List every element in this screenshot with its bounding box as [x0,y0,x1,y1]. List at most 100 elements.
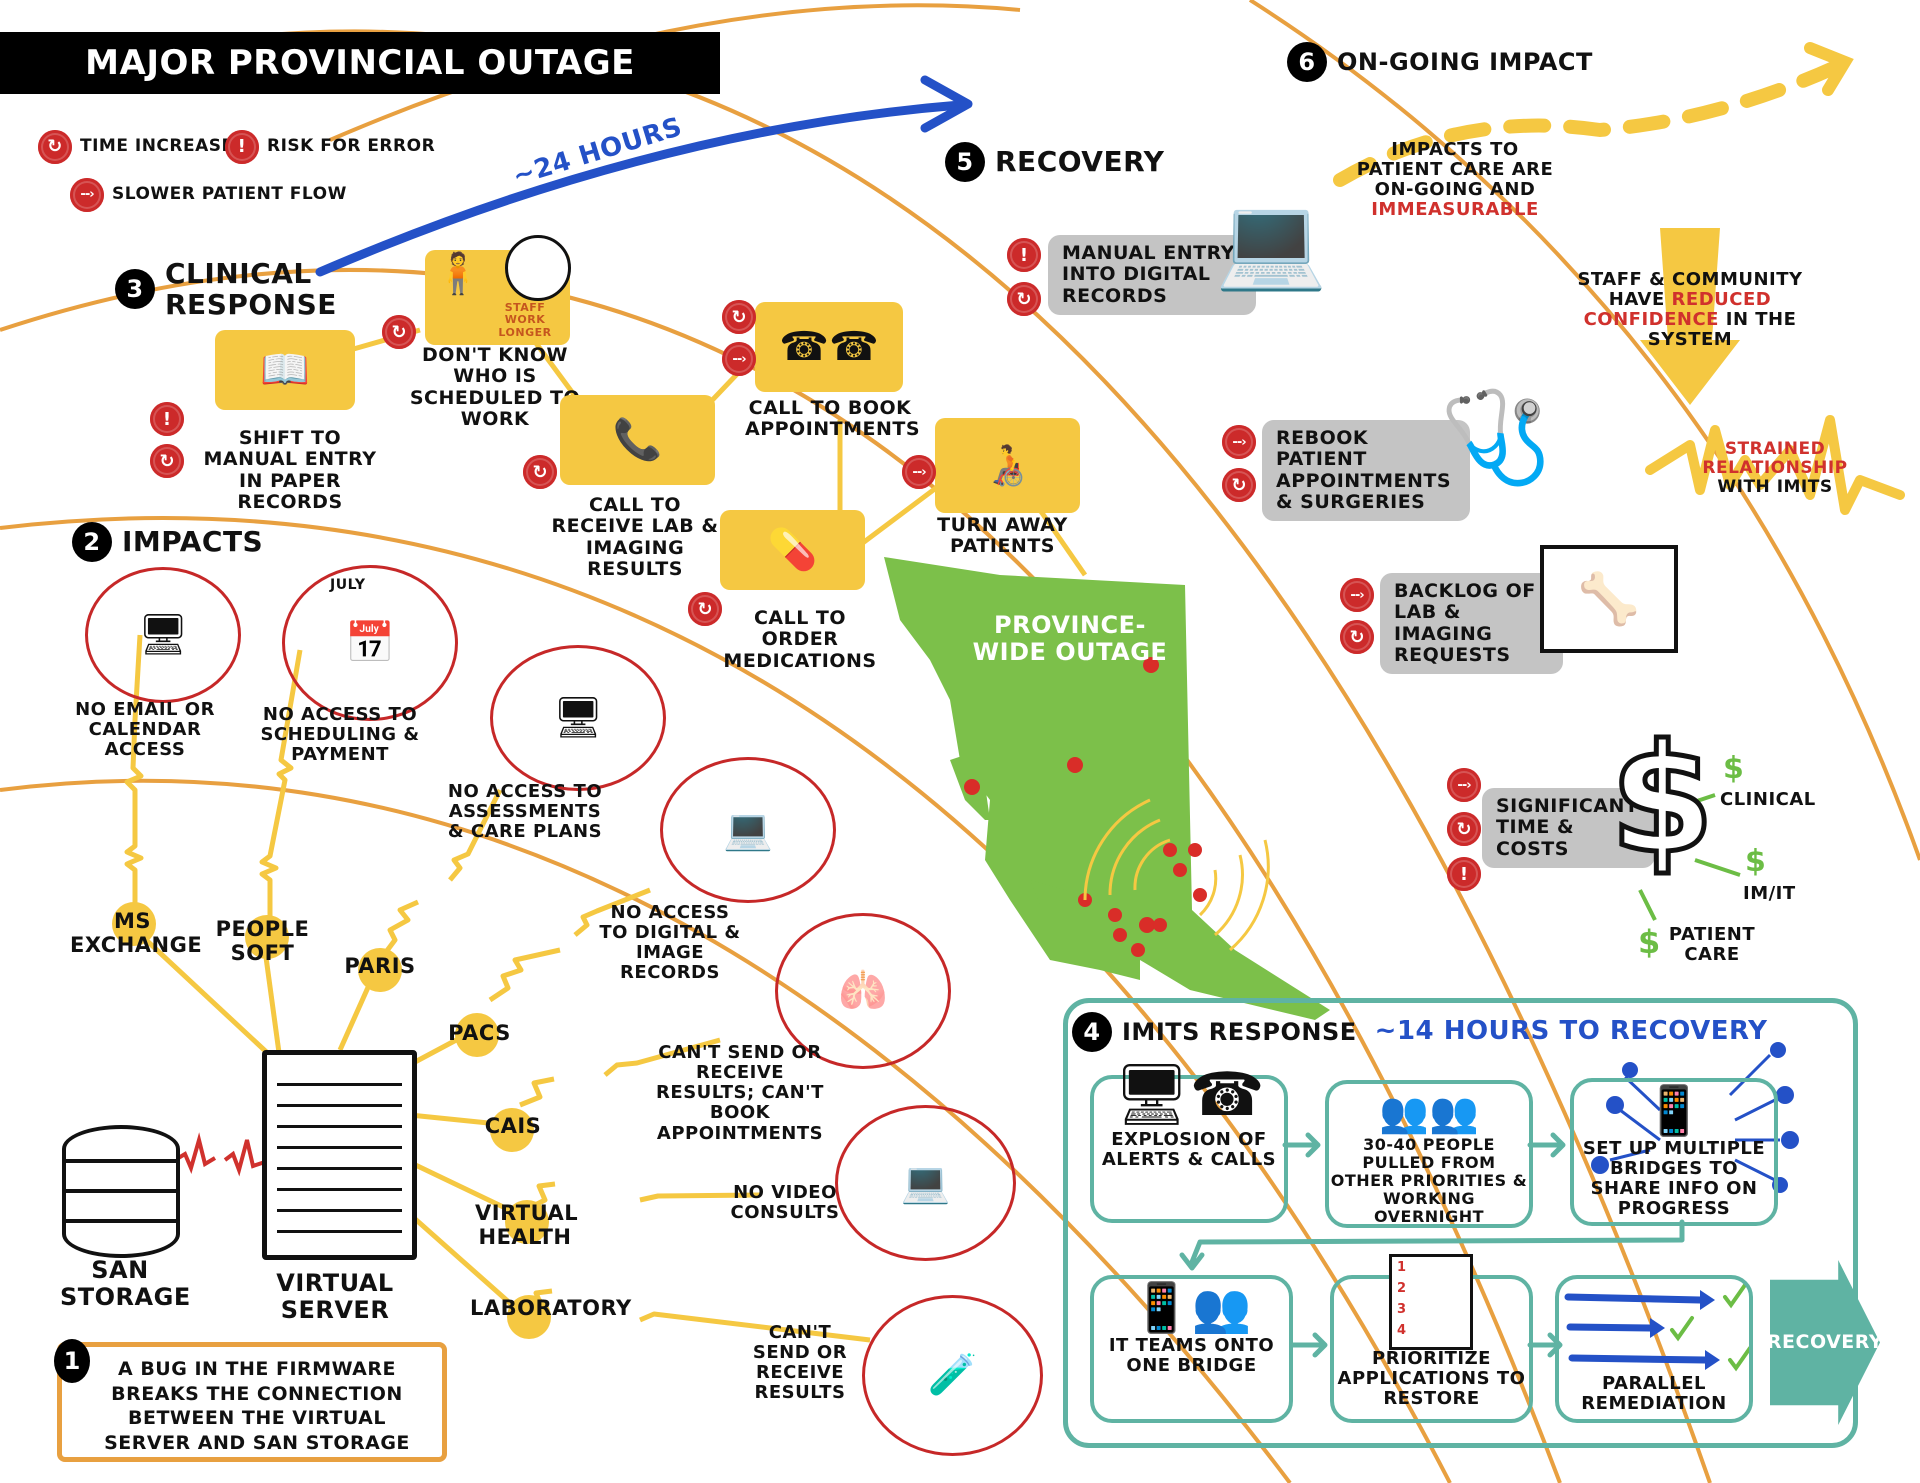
reduced-confidence-text: Staff & community have reduced confidenc… [1577,269,1803,351]
recovery-item-backlog: Backlog of lab & imaging requests [1380,573,1563,675]
ongoing-impacts-text: Impacts to patient care are on-going and… [1356,139,1554,221]
staff-work-longer-box: 🧍 Staff work longer [425,235,571,345]
arc-ring-3 [0,267,1562,1483]
system-cais: CAIS [484,1114,542,1138]
clinical-item-manual-entry: Shift to manual entry in paper records [203,427,377,513]
step1-description: A bug in the firmware breaks the connect… [104,1358,410,1455]
outage-dots [964,657,1207,957]
results-impact-circle: 🫁 [775,913,951,1069]
time-increase-icon: ↻ [1222,468,1256,502]
strained-heartbeat [1645,415,1905,515]
recovery-item-rebook: Rebook patient appointments & surgeries [1262,420,1470,522]
clinical-item-order-medications: Call to order medications [723,607,877,672]
imits-step-parallel: Parallel remediation [1555,1275,1753,1423]
slower-flow-icon: --› [902,455,936,489]
strained-relationship-text: Strained relationship with IMITS [1702,439,1848,498]
confidence-down-arrow [1640,228,1740,405]
province-map [884,557,1330,1020]
system-virtual-health: Virtual Health [475,1201,579,1249]
calendar-payment-icon: 📅 [345,620,395,666]
step4-header: 4 IMITS Response ~14 Hours To Recovery [1072,1012,1767,1052]
scheduling-impact-circle: July 📅 [282,565,458,721]
legend-risk-for-error: ! Risk for Error [225,130,435,164]
priority-list-icon: 1 2 3 4 [1389,1254,1473,1350]
slower-flow-icon: --› [1447,768,1481,802]
medications-illustration: 💊 [720,510,865,590]
time-increase-icon: ↻ [38,130,72,164]
imits-duration-label: ~14 Hours To Recovery [1374,1016,1768,1047]
virtual-server-label: Virtual Server [276,1269,394,1324]
arc-ring-2 [0,516,1452,1483]
imits-step-prioritize: 1 2 3 4 Prioritize applications to resto… [1330,1254,1533,1423]
recovery-item-manual-entry: Manual entry into digital records [1048,235,1256,315]
step2-title: Impacts [122,525,264,559]
broken-connection [173,1132,266,1177]
step-number-1: 1 [54,1339,90,1383]
step-number-2: 2 [72,522,112,562]
risk-for-error-icon: ! [150,402,184,436]
dollar-patient-care-icon: $ [1638,923,1661,961]
staff-figure-icon: 🧍 [433,251,483,297]
step-number-3: 3 [115,269,155,310]
page-title: Major Provincial Outage [0,32,720,94]
two-callers-icon: ☎☎ [779,324,879,370]
recovery-item-costs: Significant time & costs [1482,788,1655,868]
arc-ring-top [329,3,1021,142]
step4-title: IMITS Response [1122,1017,1357,1046]
time-increase-icon: ↻ [1340,620,1374,654]
call-book-illustration: ☎☎ [755,302,903,392]
san-storage-label: SAN Storage [60,1256,191,1311]
call-lab-illustration: 📞 [560,395,715,485]
arc-ring-1 [0,778,1292,1483]
people-group-icon: 👥👥 [1379,1090,1479,1136]
imits-step-alerts: 🖥☎ Explosion of alerts & calls [1090,1060,1288,1223]
virtual-server-icon [262,1050,417,1260]
pill-bottle-icon: 💊 [767,527,818,573]
imits-step-one-bridge: 📱👥 IT teams onto one bridge [1090,1275,1293,1423]
impact-results-appointments: Can't send or receive results; can't boo… [656,1042,824,1144]
time-increase-icon: ↻ [1007,282,1041,316]
email-impact-circle: 🖥 [85,567,241,703]
step3-header: 3 Clinical Response [115,258,336,321]
time-increase-icon: ↻ [1447,812,1481,846]
province-outage-label: Province-wide outage [972,611,1168,666]
timeline-arrow [315,100,965,277]
arc-ring-4 [0,29,1712,1483]
risk-for-error-icon: ! [225,130,259,164]
step1-description-box: 1 A bug in the firmware breaks the conne… [54,1339,447,1462]
system-laboratory: Laboratory [470,1296,632,1320]
impact-email: No email or calendar access [75,699,215,761]
slower-flow-icon: --› [1222,425,1256,459]
san-storage-icon [62,1125,180,1258]
imits-step-bridges: 📱 Set up multiple bridges to share info … [1570,1078,1778,1226]
step-number-5: 5 [945,142,985,182]
video-impact-circle: 💻 [835,1105,1016,1261]
imits-step-people: 👥👥 30-40 people pulled from other priori… [1325,1080,1533,1228]
system-node [455,1013,499,1057]
system-node [245,915,289,959]
lab-report-test-tube-icon: 🧪 [927,1352,978,1398]
clinical-item-scheduled: Don't know who is scheduled to work [409,344,581,430]
turn-away-illustration: 🧑‍🦽 [935,418,1080,513]
step2-header: 2 Impacts [72,522,263,562]
dollar-imit-icon: $ [1745,844,1767,879]
monitor-record-icon: 🖥 [552,695,604,741]
system-node [490,1108,534,1152]
cost-patient-care: Patient care [1668,924,1756,966]
cost-imit: IM/IT [1743,883,1796,904]
impact-digital-records: No access to digital & image records [599,902,741,984]
phone-bridge-icon: 📱 [1644,1083,1704,1139]
risk-for-error-icon: ! [1007,238,1041,272]
system-ms-exchange: MS Exchange [70,909,203,957]
system-pacs: PACS [448,1021,511,1045]
monitor-phone-alert-icon: 🖥☎ [1113,1060,1265,1130]
ongoing-dashed-arrow [1333,58,1847,187]
digital-records-impact-circle: 💻 [660,757,836,903]
impact-scheduling: No access to scheduling & payment [260,704,420,766]
clinical-item-turn-away: Turn away patients [937,514,1068,558]
system-node [505,1200,549,1244]
step6-title: On-going Impact [1337,47,1593,76]
impact-video: No video consults [730,1182,840,1224]
step-number-6: 6 [1287,42,1327,82]
time-increase-icon: ↻ [722,300,756,334]
